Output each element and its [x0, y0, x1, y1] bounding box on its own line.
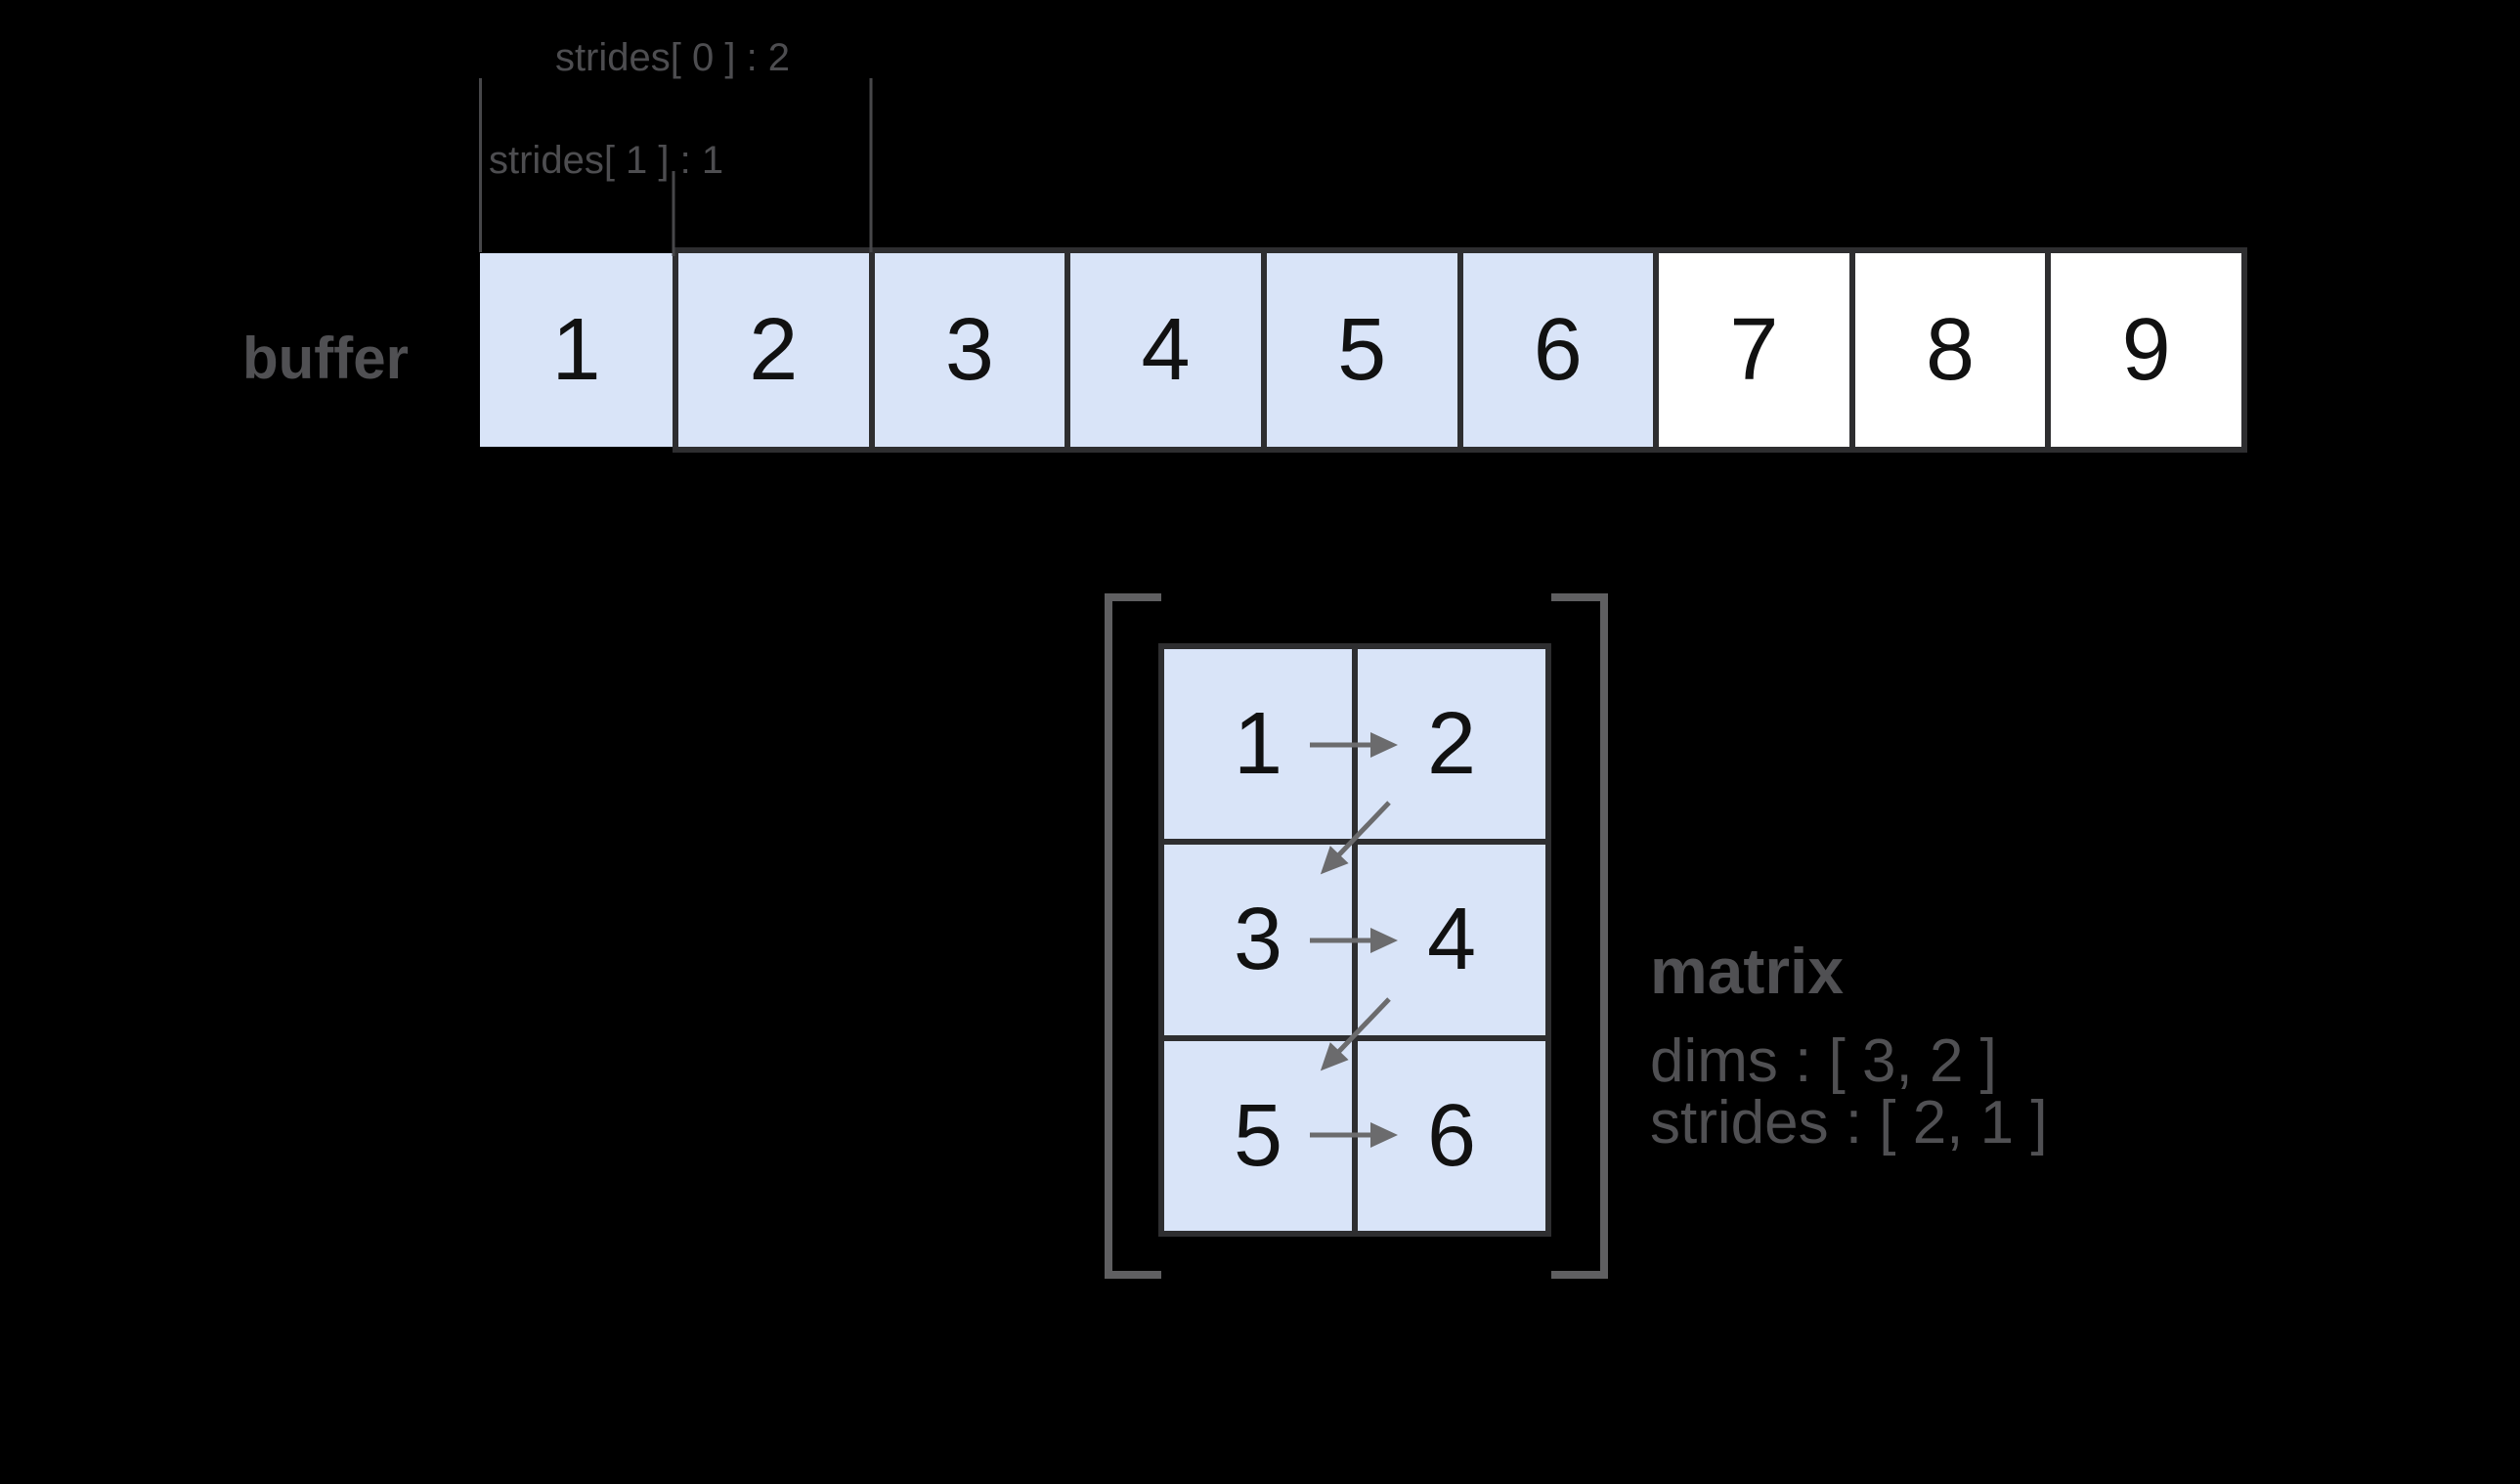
- buffer-row: 2 3 4 5 6 7 8 9: [673, 247, 2247, 453]
- matrix-cell-value: 5: [1233, 1086, 1283, 1185]
- stride1-annotation-label: strides[ 1 ] : 1: [489, 139, 724, 182]
- matrix-cell-value: 6: [1426, 1086, 1477, 1185]
- matrix-cell: 5: [1164, 1040, 1352, 1231]
- buffer-cell-value: 6: [1533, 301, 1583, 399]
- matrix-cell-value: 1: [1233, 695, 1283, 794]
- matrix-cell-value: 4: [1426, 891, 1477, 989]
- left-bracket-bottom-arm: [1105, 1271, 1161, 1279]
- matrix-info-block: matrix dims : [ 3, 2 ] strides : [ 2, 1 …: [1650, 935, 2048, 1154]
- buffer-cell: 4: [1070, 253, 1261, 447]
- matrix-dims-label: dims : [ 3, 2 ]: [1650, 1027, 1997, 1095]
- buffer-cell: 6: [1462, 253, 1654, 447]
- buffer-cell: 7: [1659, 253, 1849, 447]
- right-bracket-bar: [1600, 593, 1608, 1279]
- buffer-cell-value: 4: [1141, 301, 1191, 399]
- buffer-cell-value: 8: [1926, 301, 1976, 399]
- matrix-cell: 4: [1358, 845, 1545, 1035]
- arrow-4-to-5: [1320, 997, 1391, 1071]
- right-bracket-bottom-arm: [1551, 1271, 1608, 1279]
- arrow-2-to-3: [1320, 801, 1391, 875]
- buffer-cell: 8: [1854, 253, 2046, 447]
- matrix-strides-label: strides : [ 2, 1 ]: [1650, 1089, 2048, 1157]
- buffer-cell-value: 9: [2121, 301, 2171, 399]
- buffer-cell: 9: [2051, 253, 2241, 447]
- stride0-annotation-label: strides[ 0 ] : 2: [554, 36, 791, 79]
- buffer-cell-value: 2: [749, 301, 799, 399]
- buffer-label: buffer: [242, 326, 409, 391]
- matrix-title: matrix: [1650, 935, 1845, 1007]
- matrix-cell-value: 3: [1233, 891, 1283, 989]
- left-bracket-bar: [1105, 593, 1112, 1279]
- buffer-cell: 2: [678, 253, 869, 447]
- left-bracket-top-arm: [1105, 593, 1161, 601]
- buffer-cell-value: 7: [1729, 301, 1779, 399]
- matrix-cell: 6: [1358, 1040, 1545, 1231]
- right-bracket-top-arm: [1551, 593, 1608, 601]
- buffer-cell-value: 5: [1337, 301, 1387, 399]
- buffer-cell: 3: [874, 253, 1065, 447]
- buffer-cell: 1: [480, 253, 673, 447]
- buffer-cell: 5: [1266, 253, 1457, 447]
- matrix-cell-value: 2: [1426, 695, 1477, 794]
- buffer-cell-value: 3: [944, 301, 994, 399]
- buffer-cell-value: 1: [551, 301, 601, 399]
